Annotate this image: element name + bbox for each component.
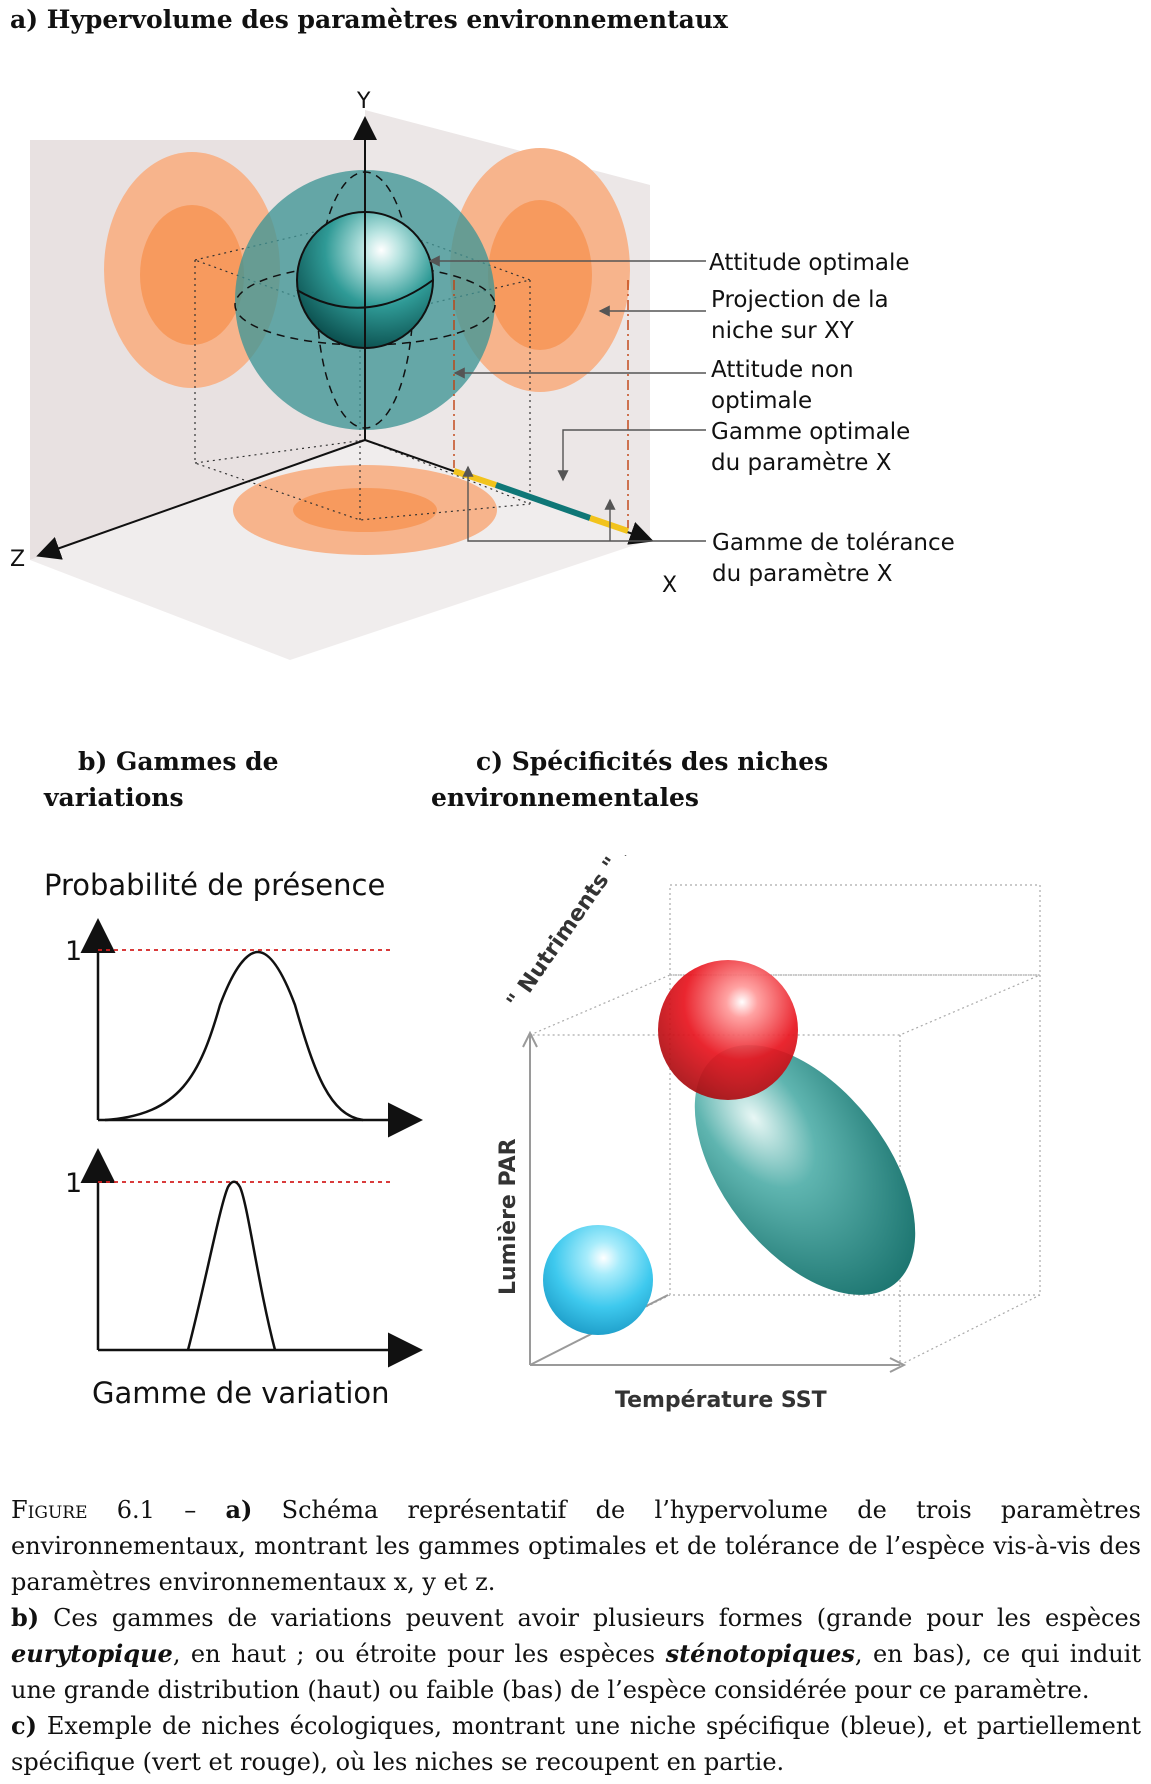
axis-x-label: X — [662, 573, 677, 598]
panel-b-title-line1: b) Gammes de — [78, 747, 279, 776]
caption-b-label: b) — [11, 1603, 40, 1632]
top-tick-1: 1 — [65, 936, 82, 967]
xlabel: Gamme de variation — [92, 1376, 390, 1410]
figure-label: Figure 6.1 – — [11, 1496, 197, 1524]
red-niche — [658, 960, 798, 1100]
panel-c-title-line1: c) Spécificités des niches — [476, 747, 829, 776]
label-projection-1: Projection de la — [711, 287, 889, 313]
caption-a-label: a) — [225, 1495, 253, 1524]
axis-light: Lumière PAR — [496, 1138, 521, 1295]
niche-specificity-diagram: Température SST Lumière PAR " Nutriments… — [480, 802, 1060, 1429]
caption-b-text2: , en haut ; ou étroite pour les espèces — [172, 1640, 656, 1668]
panel-b-title-line2: variations — [44, 783, 184, 812]
panel-c-title-line2: environnementales — [431, 783, 699, 812]
label-tolerance-1: Gamme de tolérance — [712, 530, 955, 556]
bottom-tick-1: 1 — [65, 1168, 82, 1199]
axis-temperature: Température SST — [615, 1388, 827, 1413]
ylabel: Probabilité de présence — [44, 868, 385, 902]
stenotopic-curve — [186, 1180, 277, 1351]
teal-niche — [694, 1045, 916, 1295]
projection-right-inner — [488, 200, 592, 350]
label-optimal-attitude: Attitude optimale — [709, 250, 910, 276]
caption-b: b) Ces gammes de variations peuvent avoi… — [11, 1600, 1141, 1708]
caption-a-text: Schéma représentatif de l’hypervolume de… — [11, 1496, 1141, 1596]
caption-b-text1: Ces gammes de variations peuvent avoir p… — [53, 1604, 1141, 1632]
blue-niche — [543, 1225, 653, 1335]
panel-b-title: b) Gammes de variations — [44, 744, 344, 816]
axis-y-label: Y — [356, 89, 371, 114]
panel-c-title: c) Spécificités des niches environnement… — [431, 744, 891, 816]
label-tolerance-2: du paramètre X — [712, 561, 893, 587]
label-non-optimal-1: Attitude non — [711, 357, 854, 383]
projection-floor-inner — [293, 488, 437, 532]
caption-b-em2: sténotopiques — [665, 1639, 855, 1668]
caption-c-text: Exemple de niches écologiques, montrant … — [11, 1712, 1141, 1776]
caption-c: c) Exemple de niches écologiques, montra… — [11, 1708, 1141, 1780]
panel-a-title: a) Hypervolume des paramètres environnem… — [10, 5, 728, 34]
caption-b-em1: eurytopique — [11, 1639, 173, 1668]
caption-a: Figure 6.1 – a) Schéma représentatif de … — [11, 1492, 1141, 1600]
axis-z-label: Z — [10, 547, 25, 572]
label-optimal-range-2: du paramètre X — [711, 450, 892, 476]
caption-b-text3: , en bas), ce qui induit une grande dist… — [11, 1640, 1141, 1704]
label-optimal-range-1: Gamme optimale — [711, 419, 910, 445]
projection-left-inner — [140, 205, 244, 345]
label-projection-2: niche sur XY — [711, 318, 855, 344]
caption-c-label: c) — [11, 1711, 37, 1740]
figure-caption: Figure 6.1 – a) Schéma représentatif de … — [11, 1492, 1141, 1780]
eurytopic-curve — [104, 950, 364, 1122]
label-non-optimal-2: optimale — [711, 388, 812, 414]
hypervolume-diagram: Y Z X Attitude optimale Projection de la… — [0, 80, 1151, 724]
variation-range-plots: Probabilité de présence 1 1 Gamme de var… — [30, 865, 430, 1424]
